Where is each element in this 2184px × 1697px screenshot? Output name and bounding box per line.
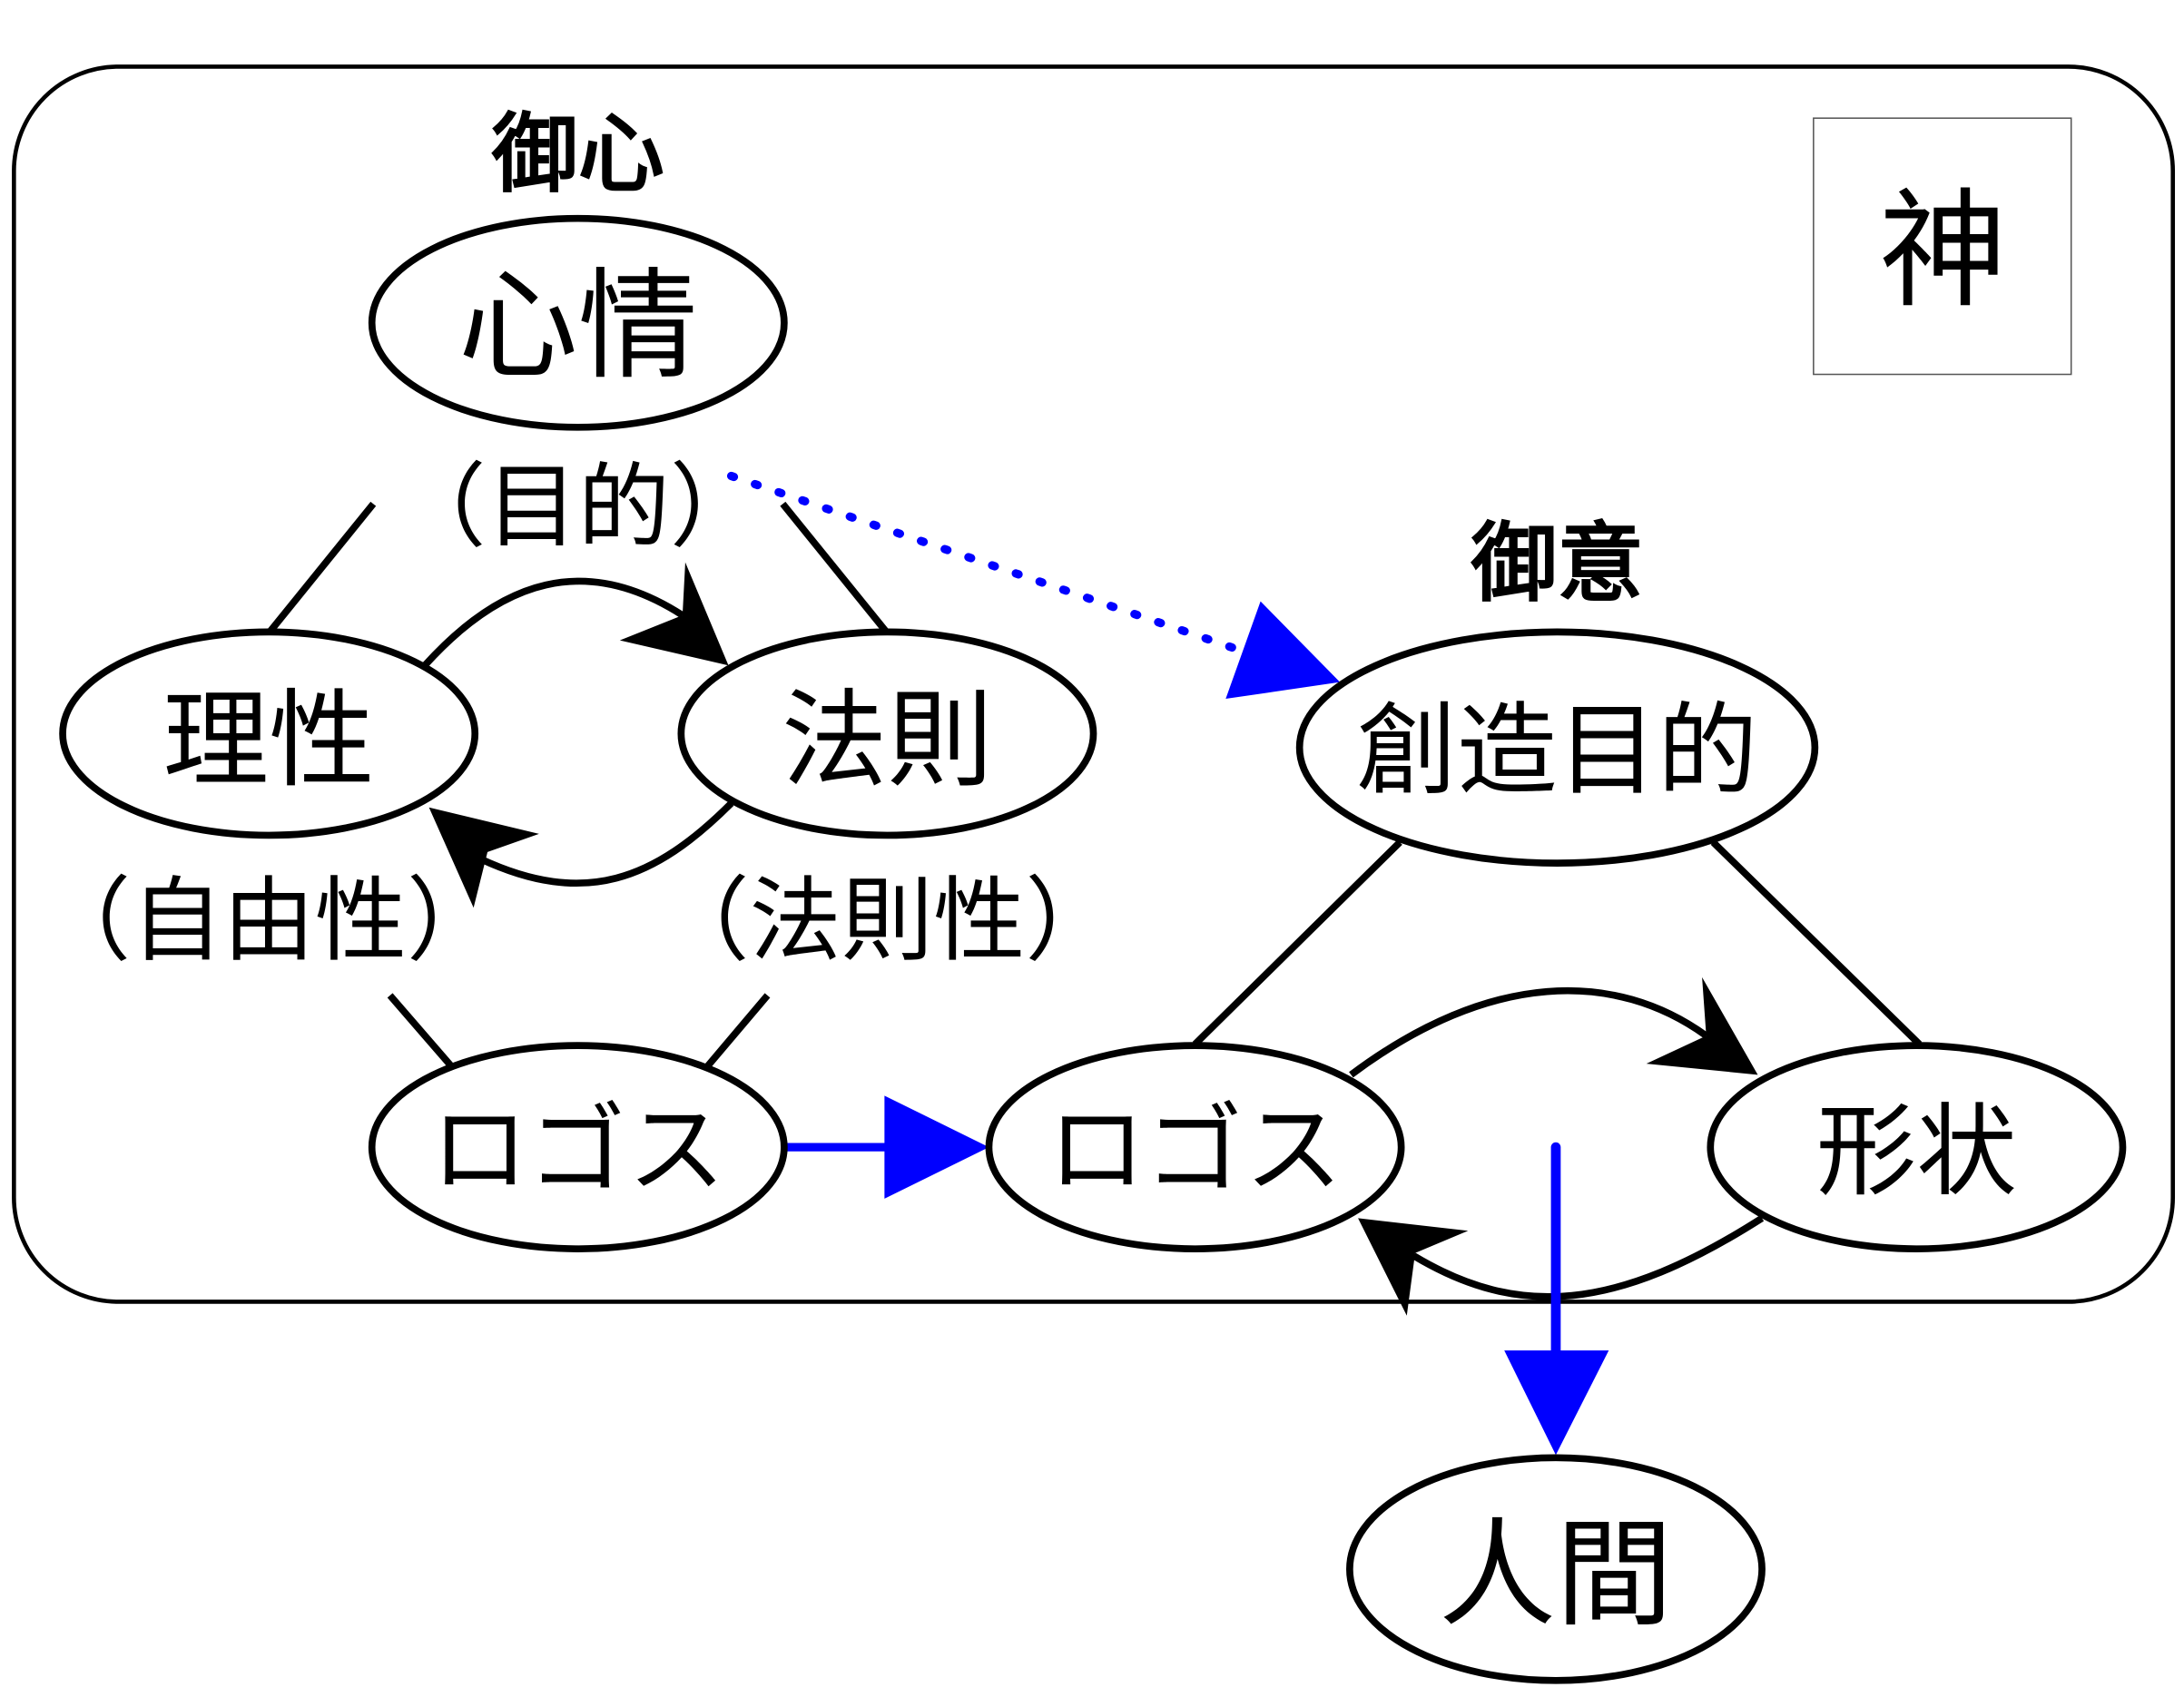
node-form: 形状	[1707, 1042, 2127, 1252]
edge-purpose-form	[1710, 839, 1923, 1047]
node-heart-sublabel: （目的）	[394, 454, 762, 561]
arrowhead-form-to-logos	[1358, 1218, 1469, 1316]
node-heart: 心情	[368, 214, 788, 431]
edge-law-to-reason	[478, 800, 734, 887]
node-law-label: 法則	[782, 679, 993, 802]
node-logos-right: ロゴス	[985, 1042, 1405, 1252]
edge-heart-law	[780, 501, 891, 637]
node-law-sublabel: （法則性）	[657, 867, 1117, 974]
edge-form-to-logos	[1412, 1215, 1765, 1300]
node-reason: 理性	[59, 628, 479, 839]
edge-heart-reason	[264, 501, 377, 637]
arrowhead-heart-to-purpose	[1225, 601, 1341, 700]
edge-logos-to-form	[1349, 986, 1708, 1078]
arrowhead-reason-to-law	[619, 562, 729, 666]
god-label-box	[1813, 117, 2072, 376]
arrowhead-to-human	[1504, 1350, 1609, 1456]
god-label: 神	[1879, 177, 2007, 326]
arrowhead-logos-to-form	[1646, 976, 1758, 1075]
node-human: 人間	[1346, 1454, 1766, 1684]
node-logos-left-label: ロゴス	[431, 1094, 725, 1207]
node-creation-purpose: 創造目的	[1295, 628, 1819, 867]
god-container	[12, 64, 2176, 1304]
node-human-label: 人間	[1439, 1507, 1673, 1643]
node-reason-sublabel: （自由性）	[39, 867, 498, 974]
arrowhead-law-to-reason	[428, 807, 539, 908]
arrowhead-logos-to-logos	[884, 1095, 989, 1199]
node-creation-purpose-label: 創造目的	[1357, 692, 1758, 809]
node-heart-label: 心情	[458, 258, 698, 397]
will-group-title: 御意	[1470, 514, 1643, 613]
edge-law-logos	[703, 993, 771, 1071]
node-logos-left: ロゴス	[368, 1042, 788, 1252]
node-form-label: 形状	[1816, 1094, 2017, 1211]
edge-reason-to-law	[422, 577, 684, 668]
edge-purpose-logos	[1192, 839, 1402, 1047]
edge-heart-to-purpose	[726, 471, 1244, 654]
node-reason-label: 理性	[163, 679, 375, 802]
node-law: 法則	[677, 628, 1097, 839]
edge-reason-logos	[387, 993, 456, 1071]
mind-group-title: 御心	[491, 104, 664, 204]
node-logos-right-label: ロゴス	[1048, 1094, 1342, 1207]
